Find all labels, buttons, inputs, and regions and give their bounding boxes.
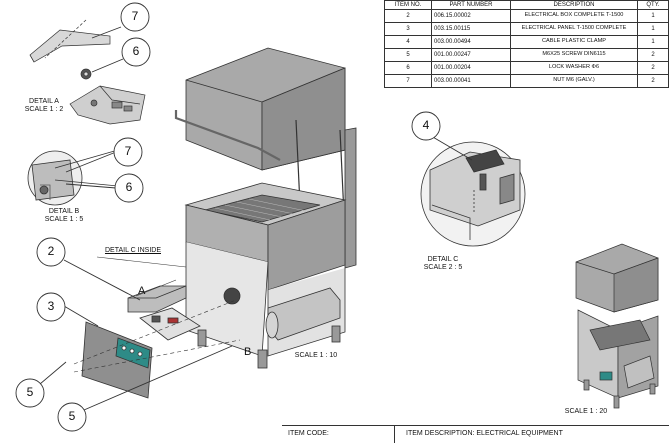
title-block: ITEM CODE: ITEM DESCRIPTION: ELECTRICAL …: [282, 425, 669, 443]
header-part-number: PART NUMBER: [431, 0, 511, 10]
main-view-scale: SCALE 1 : 10: [294, 352, 338, 359]
cell-part-number: 003.00.00494: [431, 35, 511, 49]
balloon-6-detail-a: 6: [132, 44, 140, 58]
cell-qty: 2: [637, 74, 669, 88]
cell-qty: 2: [637, 61, 669, 75]
table-row: 4 003.00.00494 CABLE PLASTIC CLAMP 1: [384, 35, 669, 49]
parts-list-table: ITEM NO. PART NUMBER DESCRIPTION QTY. 2 …: [384, 0, 669, 88]
machine-overview-view: [575, 243, 659, 409]
table-row: 7 003.00.00041 NUT M6 (GALV.) 2: [384, 74, 669, 88]
detail-b-sketch: [27, 149, 119, 206]
cell-part-number: 003.00.00041: [431, 74, 511, 88]
cell-qty: 1: [637, 9, 669, 23]
cell-item: 3: [384, 22, 432, 36]
cell-description: ELECTRICAL BOX COMPLETE T-1500: [510, 9, 638, 23]
balloon-7-detail-b: 7: [124, 144, 132, 158]
exploded-electrical-box: [73, 279, 241, 399]
balloon-graphics: [15, 2, 473, 432]
item-code-label: ITEM CODE:: [288, 430, 329, 437]
cell-part-number: 006.15.00002: [431, 9, 511, 23]
balloon-4-detail-c: 4: [422, 118, 430, 132]
detail-a-scale: SCALE 1 : 2: [24, 106, 64, 113]
machine-main-view: [174, 47, 357, 369]
overview-scale: SCALE 1 : 20: [564, 408, 608, 415]
cell-qty: 1: [637, 22, 669, 36]
cell-item: 4: [384, 35, 432, 49]
cell-part-number: 001.00.00247: [431, 48, 511, 62]
cell-description: LOCK WASHER Φ6: [510, 61, 638, 75]
header-item-no: ITEM NO.: [384, 0, 432, 10]
cell-item: 5: [384, 48, 432, 62]
cell-item: 7: [384, 74, 432, 88]
cell-part-number: 003.15.00115: [431, 22, 511, 36]
cell-qty: 2: [637, 48, 669, 62]
header-qty: QTY.: [637, 0, 669, 10]
cell-part-number: 001.00.00204: [431, 61, 511, 75]
balloon-2: 2: [47, 244, 55, 258]
table-row: 6 001.00.00204 LOCK WASHER Φ6 2: [384, 61, 669, 75]
cell-description: M6X25 SCREW DIN6115: [510, 48, 638, 62]
detail-a-title: DETAIL A: [29, 98, 59, 105]
balloon-6-detail-b: 6: [125, 180, 133, 194]
detail-b-title: DETAIL B: [48, 208, 80, 215]
title-block-divider: [394, 426, 395, 443]
header-description: DESCRIPTION: [510, 0, 638, 10]
cell-description: CABLE PLASTIC CLAMP: [510, 35, 638, 49]
detail-c-sketch: [420, 141, 526, 247]
detail-c-scale: SCALE 2 : 5: [423, 264, 463, 271]
balloon-7-detail-a: 7: [131, 9, 139, 23]
table-row: 2 006.15.00002 ELECTRICAL BOX COMPLETE T…: [384, 9, 669, 23]
balloon-5-left: 5: [26, 385, 34, 399]
cell-description: NUT M6 (GALV.): [510, 74, 638, 88]
balloon-3: 3: [47, 299, 55, 313]
cell-item: 2: [384, 9, 432, 23]
balloon-5-bottom: 5: [68, 409, 76, 423]
cell-item: 6: [384, 61, 432, 75]
cell-description: ELECTRICAL PANEL T-1500 COMPLETE: [510, 22, 638, 36]
item-description-label: ITEM DESCRIPTION: ELECTRICAL EQUIPMENT: [406, 430, 563, 437]
cell-qty: 1: [637, 35, 669, 49]
detail-b-scale: SCALE 1 : 5: [44, 216, 84, 223]
detail-c-title: DETAIL C: [427, 256, 459, 263]
detail-c-inside-label: DETAIL C INSIDE: [104, 247, 161, 254]
table-row: 3 003.15.00115 ELECTRICAL PANEL T-1500 C…: [384, 22, 669, 36]
table-row: 5 001.00.00247 M6X25 SCREW DIN6115 2: [384, 48, 669, 62]
view-letter-a: A: [138, 285, 146, 297]
detail-a-sketch: [29, 19, 146, 125]
view-letter-b: B: [244, 346, 252, 358]
